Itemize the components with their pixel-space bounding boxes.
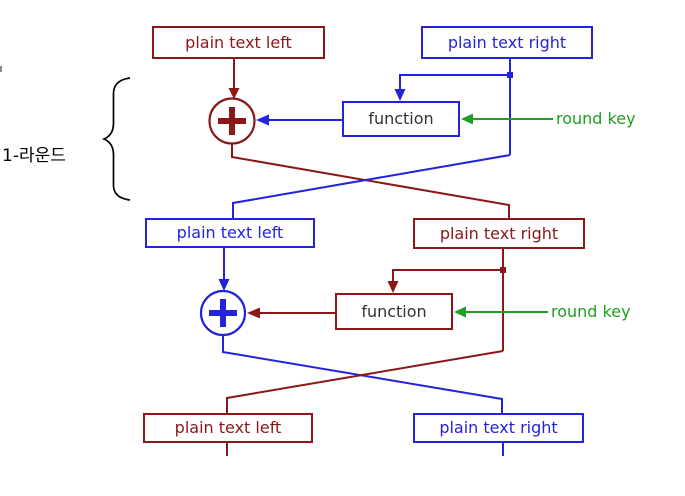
plaintext-left-box-output: plain text left bbox=[143, 413, 313, 443]
junction-dot bbox=[507, 72, 513, 78]
plaintext-right-box-round2: plain text right bbox=[413, 218, 585, 249]
function-label-round1: function bbox=[368, 109, 434, 128]
r1-right-connectors bbox=[232, 59, 511, 218]
plaintext-left-box-round2: plain text left bbox=[145, 218, 315, 248]
left-curly-brace-icon bbox=[101, 77, 131, 201]
arrow-left-icon bbox=[256, 114, 269, 126]
arrow-left-icon bbox=[454, 306, 466, 318]
arrow-down-icon bbox=[228, 88, 240, 99]
plaintext-right-box-output: plain text right bbox=[413, 413, 584, 443]
plaintext-left-box-round1: plain text left bbox=[152, 26, 325, 59]
edge-tick-mark bbox=[0, 66, 2, 72]
xor2-icon bbox=[199, 289, 247, 337]
function-box-round1: function bbox=[342, 101, 460, 137]
plaintext-right-label-round1: plain text right bbox=[447, 32, 567, 52]
plaintext-right-label-output: plain text right bbox=[439, 418, 558, 437]
xor1-icon bbox=[208, 97, 256, 145]
plaintext-left-label-round2: plain text left bbox=[176, 223, 284, 242]
function-label-round2: function bbox=[361, 301, 427, 321]
r2-right-connectors bbox=[226, 249, 504, 456]
plaintext-right-label-round2: plain text right bbox=[439, 223, 559, 243]
arrow-down-icon bbox=[394, 89, 406, 101]
junction-dot bbox=[500, 267, 506, 273]
plaintext-left-label-round1: plain text left bbox=[185, 32, 292, 52]
function-box-round2: function bbox=[335, 293, 453, 330]
arrow-left-icon bbox=[247, 307, 260, 319]
arrow-left-icon bbox=[461, 113, 473, 125]
arrow-down-icon bbox=[218, 279, 230, 291]
round-annotation-label: 1-라운드 bbox=[2, 146, 66, 166]
roundkey-label-round2: round key bbox=[551, 302, 631, 321]
plaintext-left-label-output: plain text left bbox=[174, 418, 282, 437]
plaintext-right-box-round1: plain text right bbox=[421, 26, 593, 59]
r1-left-connectors bbox=[231, 59, 510, 218]
arrow-down-icon bbox=[387, 281, 399, 293]
roundkey-label-round1: round key bbox=[556, 109, 636, 128]
